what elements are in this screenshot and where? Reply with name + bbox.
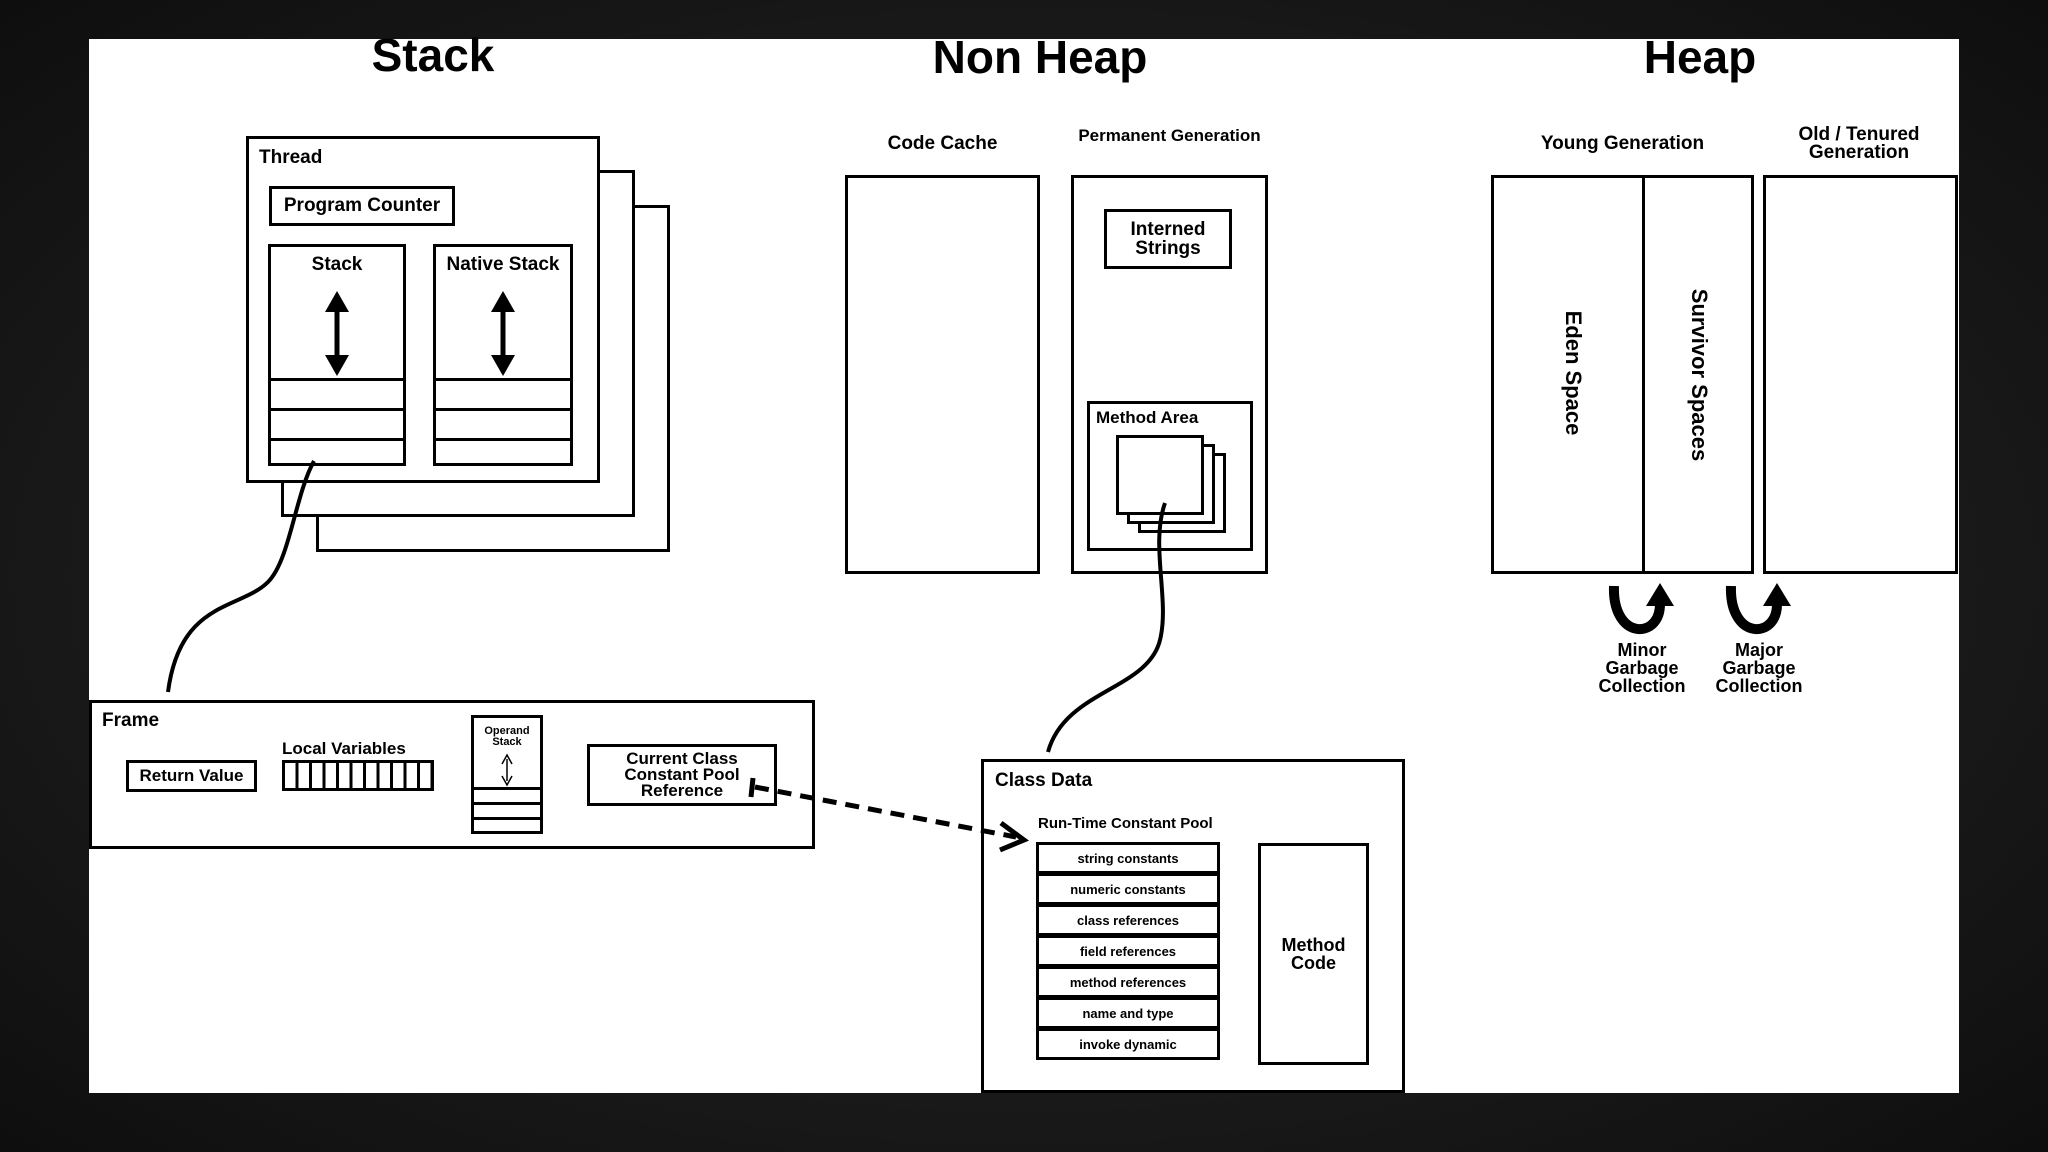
minor-gc-label: Minor Garbage Collection: [1598, 640, 1686, 696]
non-heap-heading: Non Heap: [932, 31, 1148, 83]
old-generation-label: Old / Tenured Generation: [1798, 124, 1920, 163]
method-code-box: Method Code: [1258, 843, 1369, 1065]
stack-label: Stack: [311, 254, 363, 275]
pool-row-class-references: class references: [1036, 904, 1220, 936]
native-stack-slot: [436, 438, 570, 466]
run-time-constant-pool: string constants numeric constants class…: [1036, 842, 1220, 1064]
native-stack-box: Native Stack: [433, 244, 573, 466]
native-stack-slot: [436, 408, 570, 438]
method-code-label: Method Code: [1281, 935, 1346, 973]
native-stack-slot: [436, 378, 570, 408]
thread-label: Thread: [259, 147, 323, 168]
stack-heading: Stack: [371, 29, 495, 81]
operand-slot: [474, 802, 540, 817]
class-data-label: Class Data: [995, 770, 1093, 791]
operand-slot: [474, 817, 540, 831]
eden-space-label: Eden Space: [1561, 310, 1586, 436]
operand-stack-box: Operand Stack: [471, 715, 543, 834]
local-variables-box: [282, 760, 434, 791]
heap-heading: Heap: [1643, 31, 1757, 83]
young-generation-label: Young Generation: [1540, 133, 1705, 154]
program-counter-box: Program Counter: [269, 186, 455, 226]
stack-slot: [271, 408, 403, 438]
operand-stack-label: Operand Stack: [484, 725, 530, 748]
permanent-generation-label: Permanent Generation: [1078, 126, 1261, 145]
young-generation-divider: [1642, 178, 1645, 571]
return-value-box: Return Value: [126, 760, 257, 792]
local-variable-slots: [285, 763, 431, 788]
method-page: [1116, 435, 1204, 515]
old-generation-box: [1763, 175, 1958, 574]
pool-row-field-references: field references: [1036, 935, 1220, 967]
pool-row-string-constants: string constants: [1036, 842, 1220, 874]
stack-box: Stack: [268, 244, 406, 466]
stack-slot: [271, 438, 403, 466]
operand-slot: [474, 787, 540, 802]
survivor-spaces-label: Survivor Spaces: [1687, 288, 1712, 462]
program-counter-label: Program Counter: [283, 195, 441, 216]
stack-slot: [271, 378, 403, 408]
interned-strings-label: Interned Strings: [1130, 219, 1206, 259]
young-generation-box: [1491, 175, 1754, 574]
major-gc-label: Major Garbage Collection: [1715, 640, 1803, 696]
frame-label: Frame: [102, 710, 160, 731]
native-stack-label: Native Stack: [446, 254, 560, 275]
run-time-constant-pool-label: Run-Time Constant Pool: [1038, 815, 1213, 832]
code-cache-label: Code Cache: [887, 133, 998, 154]
current-class-ref-box: Current Class Constant Pool Reference: [587, 744, 777, 806]
interned-strings-box: Interned Strings: [1104, 209, 1232, 269]
local-variables-label: Local Variables: [282, 739, 406, 758]
code-cache-box: [845, 175, 1040, 574]
pool-row-name-and-type: name and type: [1036, 997, 1220, 1029]
current-class-ref-label: Current Class Constant Pool Reference: [624, 749, 740, 800]
pool-row-method-references: method references: [1036, 966, 1220, 998]
method-area-label: Method Area: [1096, 408, 1199, 427]
pool-row-invoke-dynamic: invoke dynamic: [1036, 1028, 1220, 1060]
return-value-label: Return Value: [139, 766, 244, 785]
pool-row-numeric-constants: numeric constants: [1036, 873, 1220, 905]
